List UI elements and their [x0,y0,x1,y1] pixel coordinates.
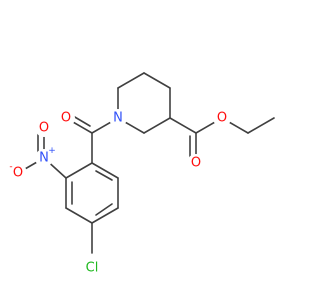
bond [95,203,113,216]
bond [143,117,171,134]
nitro-oxygen-charge: - [9,162,12,172]
nitro-nitrogen-charge: + [48,146,56,156]
structure-diagram: N O O O N + O O - Cl [9,72,275,276]
bond [143,72,171,89]
bond [169,117,197,134]
chlorine-label: Cl [86,261,99,276]
bond [65,207,93,224]
bond [247,117,275,134]
bond [95,170,113,181]
bond [91,162,119,179]
nitro-oxygen-single-label: O [13,166,23,181]
ester-ether-oxygen-label: O [217,111,227,126]
ester-carbonyl-oxygen-label: O [191,156,201,171]
nitro-oxygen-double-label: O [39,121,49,136]
bond [117,72,145,89]
ring-nitrogen-label: N [113,111,123,126]
bond [65,162,93,179]
bond [91,207,119,224]
atom-labels: N O O O N + O O - Cl [9,109,231,276]
nitro-nitrogen-label: N [39,151,49,166]
amide-oxygen-label: O [61,111,71,126]
bonds [17,72,275,254]
